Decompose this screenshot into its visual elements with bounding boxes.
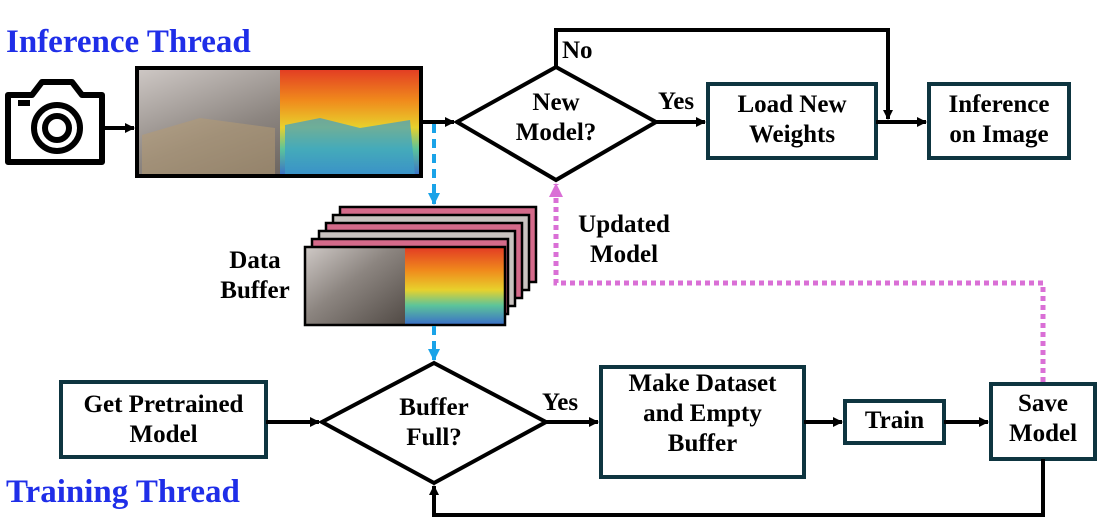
camera-icon [5, 79, 105, 165]
make-dataset-label: Make Dataset and Empty Buffer [628, 370, 777, 457]
inference-image-box [927, 82, 1071, 160]
load-weights-label: Load New Weights [737, 91, 847, 148]
no-edge-label: No [562, 37, 593, 64]
get-pretrained-label: Get Pretrained Model [83, 391, 244, 448]
data-buffer-label: Data Buffer [220, 247, 290, 304]
training-thread-title: Training Thread [6, 474, 240, 510]
yes-edge-label-top: Yes [657, 88, 695, 115]
new-model-label: New Model? [515, 89, 597, 146]
buffer-full-label: Buffer Full? [399, 394, 469, 451]
save-model-box [989, 382, 1097, 461]
arrow-loop-back [429, 459, 1045, 517]
rgb-depth-image-icon [135, 66, 423, 178]
updated-model-arrow [549, 183, 1046, 382]
image-stack-icon [303, 205, 538, 327]
updated-model-label: Updated Model [578, 211, 670, 268]
save-model-label: Save Model [1008, 390, 1078, 447]
arrow-no-path [554, 28, 893, 120]
get-pretrained-box [59, 380, 268, 459]
train-label: Train [864, 407, 925, 434]
yes-edge-label-bottom: Yes [541, 389, 579, 416]
inference-thread-title: Inference Thread [6, 24, 251, 60]
inference-image-label: Inference on Image [948, 91, 1050, 148]
load-weights-box [706, 82, 878, 160]
